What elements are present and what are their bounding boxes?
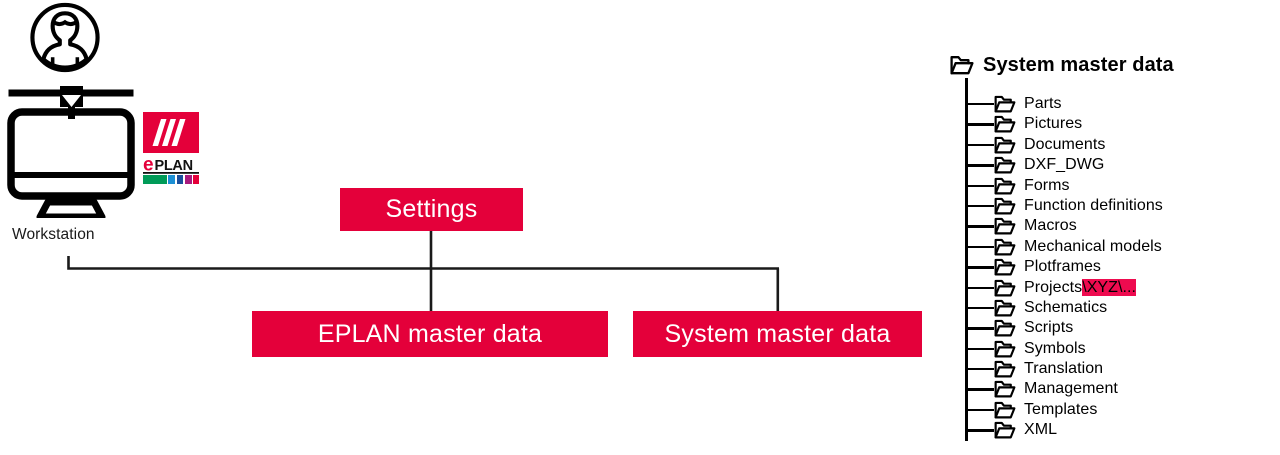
folder-tree-item-label: Mechanical models [1024,237,1162,255]
node-eplan-master-data[interactable]: EPLAN master data [252,311,608,357]
tree-branch-line [967,143,994,147]
tree-branch-line [967,123,994,126]
eplan-logo-wordmark: e PLAN [143,154,199,176]
folder-tree-item[interactable]: DXF_DWG [950,155,1280,175]
user-avatar-icon [30,2,100,73]
folder-tree-item-label: Schematics [1024,298,1108,316]
node-settings-label: Settings [385,195,478,223]
folder-icon [994,299,1016,317]
workstation-group: e PLAN Workstation [0,0,210,250]
folder-path-highlight: \XYZ\... [1082,278,1136,296]
folder-tree-item-list: Parts Pictures Documents DXF_DWG Forms F… [950,94,1280,441]
folder-tree-item-label: Macros [1024,217,1077,235]
folder-icon [994,217,1016,235]
eplan-logo-colorbar [143,175,199,184]
folder-tree-item[interactable]: Symbols [950,339,1280,359]
tree-branch-line [967,306,994,310]
tree-branch-line [967,184,994,187]
folder-tree-item[interactable]: Mechanical models [950,237,1280,257]
folder-tree-item[interactable]: Documents [950,135,1280,155]
tree-branch-line [967,408,994,412]
node-system-master-data-label: System master data [664,319,891,348]
folder-icon [994,115,1016,133]
folder-tree-item-label: Scripts [1024,319,1074,337]
folder-tree-item[interactable]: Parts [950,94,1280,114]
folder-tree-item[interactable]: Projects\XYZ\... [950,278,1280,298]
folder-tree-item-label: Forms [1024,176,1070,194]
folder-tree-item[interactable]: Scripts [950,318,1280,338]
folder-icon [994,136,1016,154]
folder-tree-item-label: Documents [1024,135,1106,153]
tree-branch-line [967,245,994,249]
folder-icon [994,319,1016,337]
folder-tree-item-label: Pictures [1024,115,1083,133]
folder-icon [994,421,1016,439]
folder-tree-item[interactable]: Function definitions [950,196,1280,216]
folder-icon [994,380,1016,398]
tree-branch-line [967,388,994,391]
folder-tree-item[interactable]: XML [950,420,1280,440]
folder-tree-item-label: XML [1024,421,1058,439]
tree-branch-line [967,429,994,432]
folder-icon [994,279,1016,297]
tree-branch-line [967,164,994,167]
tree-branch-line [967,286,994,289]
folder-icon [994,156,1016,174]
folder-tree: System master data Parts Pictures Docume… [950,52,1280,452]
folder-icon [994,238,1016,256]
folder-tree-item-label: Management [1024,380,1118,398]
folder-tree-item[interactable]: Templates [950,400,1280,420]
workstation-label: Workstation [12,226,95,243]
desktop-monitor-icon [7,86,135,218]
node-system-master-data[interactable]: System master data [633,311,922,357]
folder-tree-item-label: Projects\XYZ\... [1024,278,1136,296]
eplan-logo-mark [143,112,199,153]
tree-branch-line [967,327,994,330]
tree-branch-line [967,368,994,371]
node-settings[interactable]: Settings [340,188,523,231]
folder-tree-item[interactable]: Plotframes [950,257,1280,277]
folder-tree-item[interactable]: Macros [950,216,1280,236]
svg-text:PLAN: PLAN [155,158,193,174]
folder-icon [994,197,1016,215]
folder-tree-item[interactable]: Management [950,379,1280,399]
folder-icon [950,56,974,75]
tree-trunk-line [965,78,968,441]
folder-icon [994,340,1016,358]
tree-branch-line [967,347,994,351]
folder-icon [994,401,1016,419]
folder-tree-item-label: Function definitions [1024,196,1163,214]
folder-icon [994,177,1016,195]
folder-tree-root-label: System master data [983,53,1174,76]
folder-tree-item[interactable]: Schematics [950,298,1280,318]
node-eplan-master-data-label: EPLAN master data [317,319,543,348]
folder-tree-item-label: DXF_DWG [1024,156,1105,174]
tree-branch-line [967,225,994,228]
eplan-logo: e PLAN [143,112,199,184]
folder-icon [994,258,1016,276]
folder-tree-item-label: Plotframes [1024,258,1101,276]
folder-tree-item[interactable]: Translation [950,359,1280,379]
tree-branch-line [967,103,994,106]
tree-branch-line [967,266,994,269]
folder-icon [994,360,1016,378]
folder-tree-item[interactable]: Forms [950,176,1280,196]
folder-tree-root-item[interactable]: System master data [950,52,1174,78]
folder-tree-item[interactable]: Pictures [950,114,1280,134]
folder-tree-item-label: Parts [1024,95,1062,112]
folder-tree-item-label: Templates [1024,400,1098,418]
folder-icon [994,95,1016,113]
tree-branch-line [967,204,994,208]
folder-tree-item-label: Symbols [1024,339,1086,357]
folder-tree-item-label: Translation [1024,360,1104,378]
svg-text:e: e [143,155,154,175]
